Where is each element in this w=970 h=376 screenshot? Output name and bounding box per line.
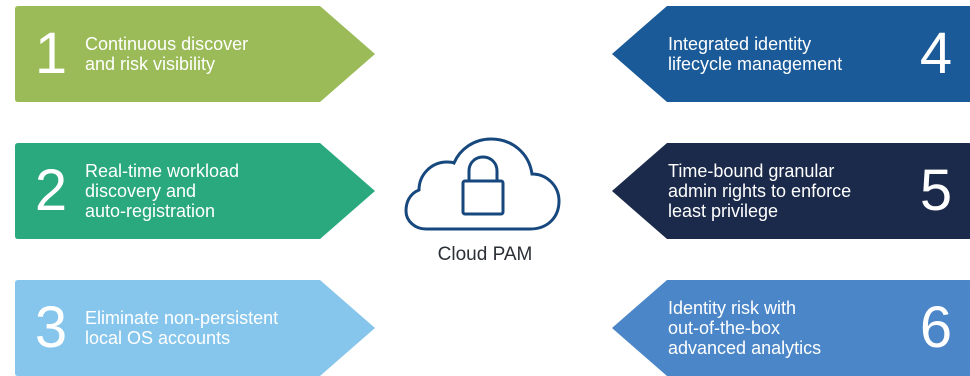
arrow-shape-left: [612, 6, 970, 102]
card-fill: [612, 143, 970, 239]
arrow-shape-right: [15, 6, 375, 102]
cloud-lock-icon: [404, 137, 561, 231]
arrow-shape-left: [612, 280, 970, 376]
card-fill: [612, 280, 970, 376]
feature-number: 3: [34, 295, 68, 360]
lock-body: [461, 179, 505, 216]
feature-number: 6: [919, 295, 953, 360]
feature-number: 1: [34, 21, 68, 86]
card-fill: [15, 280, 375, 376]
feature-number: 4: [919, 21, 953, 86]
lock-shackle: [467, 155, 499, 181]
card-fill: [15, 6, 375, 102]
feature-number: 5: [919, 158, 953, 223]
card-fill: [15, 143, 375, 239]
arrow-shape-right: [15, 143, 375, 239]
arrow-shape-right: [15, 280, 375, 376]
arrow-shape-left: [612, 143, 970, 239]
cloud-outline: [404, 137, 561, 231]
center-label: Cloud PAM: [437, 244, 533, 265]
feature-number: 2: [34, 158, 68, 223]
card-fill: [612, 6, 970, 102]
